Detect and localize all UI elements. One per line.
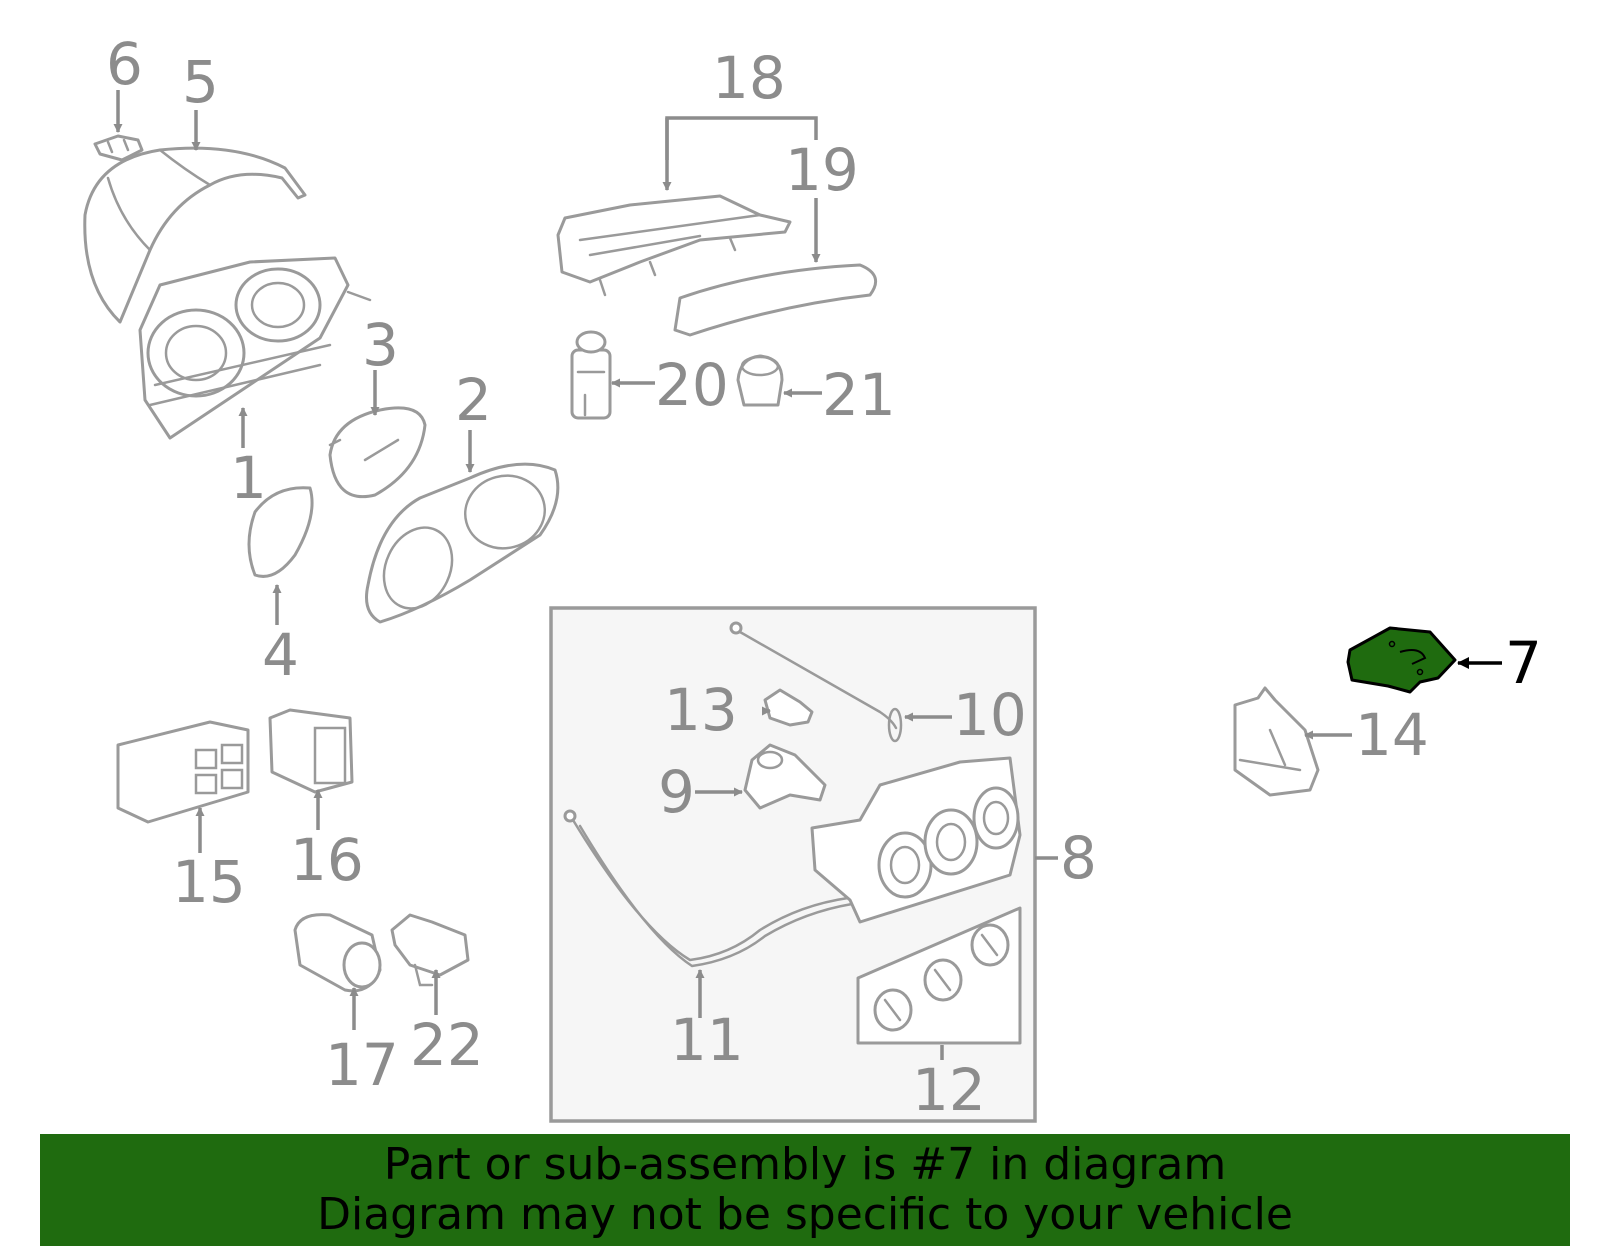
part-20-switch: [570, 330, 612, 420]
callout-2: 2: [455, 366, 492, 434]
banner-line-1: Part or sub-assembly is #7 in diagram: [383, 1139, 1227, 1190]
part-13-connector: [763, 688, 814, 727]
callout-10: 10: [953, 681, 1027, 749]
callout-17: 17: [325, 1031, 399, 1099]
part-10-cable: [729, 621, 903, 743]
part-15-switch-panel: [116, 720, 250, 824]
part-6-clip: [93, 134, 144, 162]
callout-5: 5: [182, 48, 219, 116]
callout-19: 19: [785, 136, 859, 204]
part-1-instrument-cluster: [138, 256, 372, 440]
callout-11: 11: [670, 1006, 744, 1074]
part-22-sensor: [390, 913, 470, 987]
part-2-cluster-bezel: [365, 462, 560, 624]
part-11-cable: [563, 809, 854, 968]
callout-15: 15: [172, 848, 246, 916]
callout-12: 12: [912, 1056, 986, 1124]
info-banner: Part or sub-assembly is #7 in diagram Di…: [40, 1134, 1570, 1246]
part-5-cluster-hood: [83, 146, 307, 324]
part-16-switch: [268, 708, 354, 794]
callout-20: 20: [655, 351, 729, 419]
callout-13: 13: [664, 676, 738, 744]
callout-8: 8: [1060, 824, 1097, 892]
callout-18: 18: [712, 44, 786, 112]
callout-22: 22: [410, 1011, 484, 1079]
part-8-control-unit: [810, 756, 1022, 924]
callout-16: 16: [290, 826, 364, 894]
part-21-button: [736, 354, 784, 407]
callout-21: 21: [822, 361, 896, 429]
callout-14: 14: [1355, 701, 1429, 769]
part-7-highlighted-plate: [1346, 626, 1457, 694]
callout-4: 4: [262, 621, 299, 689]
callout-3: 3: [362, 311, 399, 379]
callout-7: 7: [1505, 629, 1542, 697]
banner-line-2: Diagram may not be specific to your vehi…: [317, 1189, 1293, 1240]
part-9-sensor: [743, 743, 827, 810]
part-4-gauge-face: [247, 486, 314, 578]
callout-1: 1: [230, 444, 267, 512]
part-19-trim-strip: [673, 263, 878, 337]
callout-6: 6: [106, 30, 143, 98]
callout-9: 9: [658, 758, 695, 826]
part-18-vent-panel: [556, 194, 792, 297]
part-17-socket: [293, 913, 382, 993]
part-12-knobs: [856, 906, 1022, 1045]
part-14-bracket: [1233, 686, 1320, 797]
part-3-gauge: [328, 406, 427, 499]
